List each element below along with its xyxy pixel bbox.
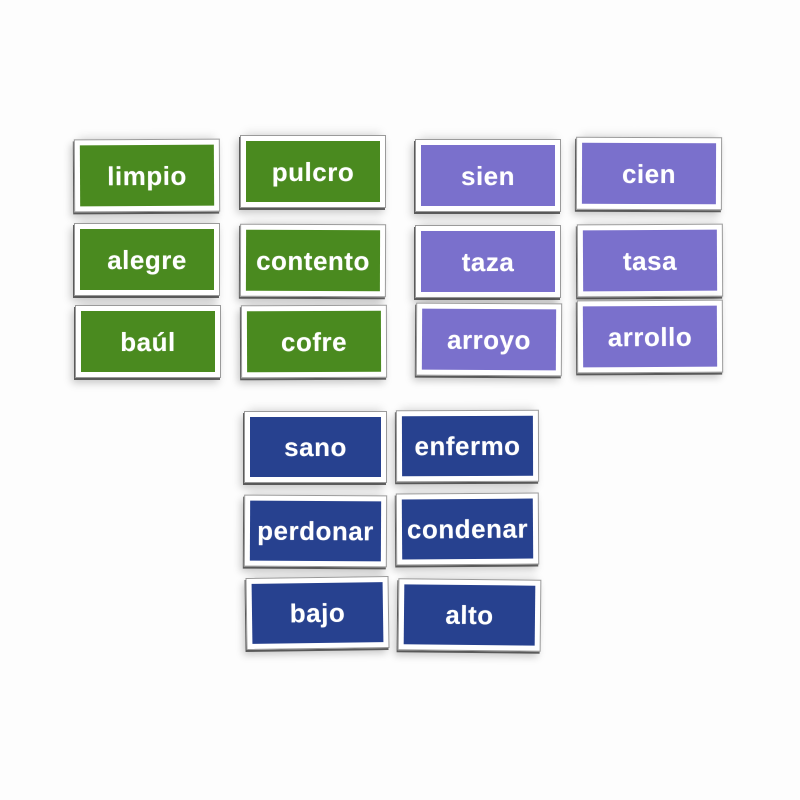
word-card-sien: sien (415, 139, 561, 212)
word-card-label: arroyo (446, 324, 532, 355)
word-card-cofre: cofre (240, 304, 388, 379)
word-card-label: contento (256, 245, 370, 276)
word-card-label: enfermo (414, 430, 521, 462)
word-card-condenar: condenar (395, 492, 540, 566)
word-card-label: alto (445, 599, 494, 631)
card-face: bajo (251, 582, 384, 644)
card-face: cien (581, 142, 717, 205)
word-card-cien: cien (575, 136, 723, 211)
word-card-label: arrollo (607, 321, 693, 352)
card-face: sano (250, 417, 381, 477)
word-card-label: baúl (120, 326, 176, 357)
card-face: arroyo (421, 308, 557, 371)
card-face: enfermo (401, 415, 534, 477)
word-card-baul: baúl (75, 305, 221, 378)
word-card-alegre: alegre (74, 223, 220, 296)
word-card-label: bajo (289, 597, 346, 629)
word-card-contento: contento (239, 223, 387, 298)
card-face: baúl (81, 311, 215, 372)
card-face: arrollo (582, 305, 718, 368)
word-card-label: sano (284, 432, 347, 462)
word-card-tasa: tasa (576, 223, 724, 298)
word-card-bajo: bajo (245, 576, 390, 650)
card-face: limpio (79, 144, 215, 207)
card-face: alegre (80, 229, 214, 290)
card-face: alto (403, 584, 536, 646)
card-face: contento (245, 229, 381, 292)
card-face: pulcro (246, 141, 380, 202)
word-card-label: sien (460, 160, 516, 191)
card-face: sien (421, 145, 555, 206)
word-card-label: alegre (107, 244, 187, 275)
word-card-arrollo: arrollo (576, 299, 724, 374)
word-card-perdonar: perdonar (243, 494, 388, 568)
word-card-label: taza (461, 246, 515, 277)
word-card-limpio: limpio (73, 138, 221, 213)
word-card-label: perdonar (257, 515, 374, 547)
word-card-label: condenar (406, 513, 529, 545)
word-card-label: limpio (107, 160, 187, 191)
word-card-label: cien (621, 158, 677, 189)
word-card-label: tasa (622, 245, 678, 276)
word-card-taza: taza (415, 225, 561, 298)
card-face: tasa (582, 229, 718, 292)
word-card-sano: sano (244, 411, 387, 483)
card-face: perdonar (249, 500, 382, 562)
word-card-label: cofre (280, 326, 348, 357)
card-face: cofre (246, 310, 382, 373)
word-card-label: pulcro (271, 156, 355, 187)
word-card-enfermo: enfermo (395, 409, 540, 483)
word-card-alto: alto (397, 578, 542, 652)
card-face: condenar (401, 498, 534, 560)
card-face: taza (421, 231, 555, 292)
word-card-pulcro: pulcro (240, 135, 386, 208)
word-card-arroyo: arroyo (415, 302, 563, 377)
